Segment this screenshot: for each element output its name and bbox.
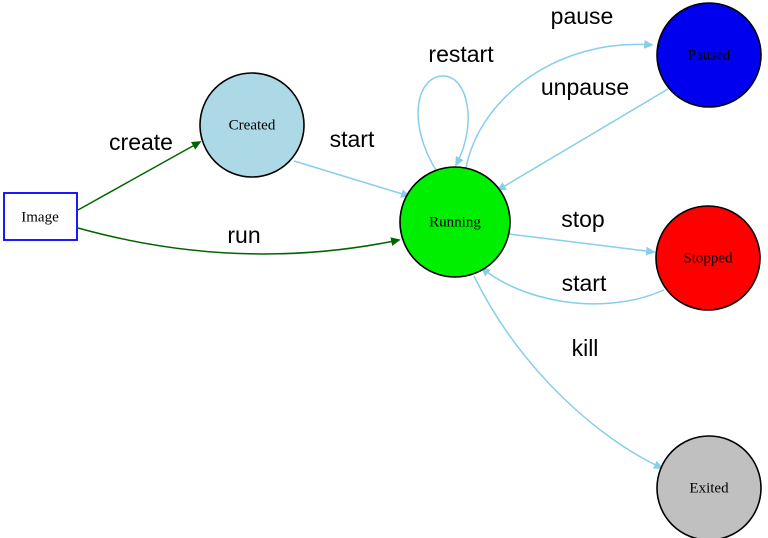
edge-unpause: unpause <box>496 74 669 191</box>
edge-kill-path <box>473 275 664 469</box>
edge-start-stopped-running: start <box>480 266 665 305</box>
edge-label-kill: kill <box>572 335 599 361</box>
edge-label-unpause: unpause <box>541 74 629 100</box>
edge-kill: kill <box>473 275 664 469</box>
edge-restart-self-loop: restart <box>417 41 494 173</box>
edge-start-created-running: start <box>293 126 411 198</box>
edge-label-stop: stop <box>561 206 604 232</box>
node-image[interactable]: Image <box>3 192 78 241</box>
node-running-shape[interactable] <box>399 166 511 278</box>
edge-run: run <box>77 222 401 255</box>
node-stopped-label: Stopped <box>683 250 733 266</box>
edge-label-pause: pause <box>551 3 614 29</box>
edge-label-start-2: start <box>562 270 607 296</box>
node-running-label: Running <box>429 214 481 230</box>
node-exited[interactable]: Exited <box>656 435 762 538</box>
edge-label-start-1: start <box>330 126 375 152</box>
edge-label-restart: restart <box>428 41 494 67</box>
edge-stop-path <box>508 233 656 256</box>
edges-layer: create run start restart pause unpause <box>77 3 669 469</box>
node-paused-label: Paused <box>688 47 731 63</box>
edge-label-run: run <box>227 222 260 248</box>
node-created-shape[interactable] <box>199 72 305 178</box>
edge-create-path <box>77 141 202 211</box>
node-running[interactable]: Running <box>399 166 511 278</box>
edge-label-create: create <box>109 129 173 155</box>
edge-run-path <box>77 227 401 255</box>
nodes-layer: Image Created Running Paused Stopped Exi <box>3 2 762 538</box>
node-paused-shape[interactable] <box>656 2 762 108</box>
node-exited-shape[interactable] <box>656 435 762 538</box>
node-created[interactable]: Created <box>199 72 305 178</box>
node-paused[interactable]: Paused <box>656 2 762 108</box>
edge-pause: pause <box>465 3 654 169</box>
edge-restart-path <box>417 75 469 173</box>
node-stopped-shape[interactable] <box>655 205 761 311</box>
node-image-shape[interactable] <box>3 192 78 241</box>
node-created-label: Created <box>229 117 276 133</box>
node-exited-label: Exited <box>689 480 729 496</box>
node-stopped[interactable]: Stopped <box>655 205 761 311</box>
edge-create: create <box>77 129 202 211</box>
edge-pause-path <box>465 40 654 169</box>
node-image-label: Image <box>21 209 59 225</box>
edge-unpause-path <box>496 88 669 191</box>
edge-start-1-path <box>293 160 411 198</box>
edge-stop: stop <box>508 206 656 256</box>
edge-start-2-path <box>480 266 665 305</box>
